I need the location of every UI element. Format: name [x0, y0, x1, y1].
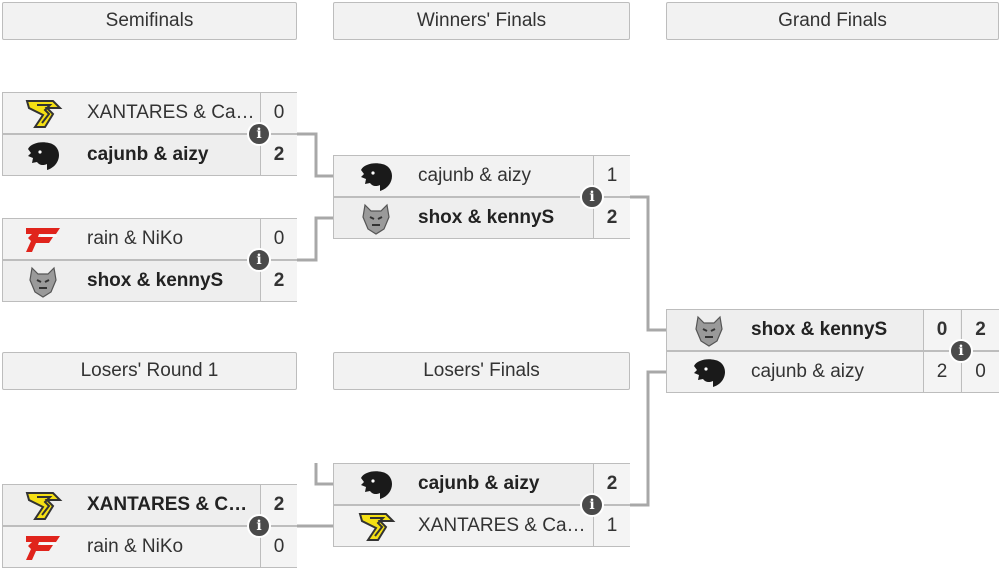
match-info-icon[interactable]: i	[580, 185, 604, 209]
round-header-winners-finals: Winners' Finals	[333, 2, 630, 40]
team-row[interactable]: shox & kennyS 0 2	[666, 309, 999, 351]
faze-logo-icon	[26, 228, 60, 252]
match-info-icon[interactable]: i	[247, 514, 271, 538]
match-info-icon[interactable]: i	[247, 248, 271, 272]
team-name: XANTARES & Cal...	[87, 494, 256, 515]
team-row[interactable]: cajunb & aizy 2 0	[666, 351, 999, 393]
team-name: cajunb & aizy	[87, 144, 209, 165]
team-name: shox & kennyS	[87, 270, 224, 291]
team-score: 0	[260, 93, 297, 133]
team-name: cajunb & aizy	[418, 165, 532, 186]
round-header-losers-round-1: Losers' Round 1	[2, 352, 297, 390]
match-grand-finals[interactable]: shox & kennyS 0 2 cajunb & aizy 2 0	[666, 309, 999, 393]
team-name: XANTARES & Calyx	[418, 515, 589, 536]
match-info-icon[interactable]: i	[580, 493, 604, 517]
team-row[interactable]: shox & kennyS 2	[333, 197, 630, 239]
round-header-semifinals: Semifinals	[2, 2, 297, 40]
space-soldiers-logo-icon	[25, 492, 63, 520]
g2-logo-icon	[29, 266, 57, 298]
north-logo-icon	[361, 471, 392, 499]
space-soldiers-logo-icon	[25, 100, 63, 128]
north-logo-icon	[28, 142, 59, 170]
faze-logo-icon	[26, 536, 60, 560]
round-header-grand-finals: Grand Finals	[666, 2, 999, 40]
north-logo-icon	[694, 359, 725, 387]
team-name: shox & kennyS	[418, 207, 555, 228]
g2-logo-icon	[695, 315, 723, 347]
team-name: rain & NiKo	[87, 228, 184, 249]
space-soldiers-logo-icon	[358, 513, 396, 541]
team-row[interactable]: shox & kennyS 2	[2, 260, 297, 302]
team-name: XANTARES & Calyx	[87, 102, 256, 123]
team-score: 2	[593, 464, 630, 504]
team-row[interactable]: cajunb & aizy 2	[333, 463, 630, 505]
round-header-losers-finals: Losers' Finals	[333, 352, 630, 390]
g2-logo-icon	[362, 203, 390, 235]
team-row[interactable]: rain & NiKo 0	[2, 526, 297, 568]
match-losers-round-1[interactable]: XANTARES & Cal... 2 rain & NiKo 0	[2, 484, 297, 568]
north-logo-icon	[361, 163, 392, 191]
team-name: cajunb & aizy	[751, 361, 865, 382]
team-row[interactable]: XANTARES & Cal... 2	[2, 484, 297, 526]
match-info-icon[interactable]: i	[949, 339, 973, 363]
team-name: cajunb & aizy	[418, 473, 540, 494]
match-semifinal-2[interactable]: rain & NiKo 0 shox & kennyS 2	[2, 218, 297, 302]
team-name: shox & kennyS	[751, 319, 888, 340]
team-name: rain & NiKo	[87, 536, 184, 557]
match-info-icon[interactable]: i	[247, 122, 271, 146]
